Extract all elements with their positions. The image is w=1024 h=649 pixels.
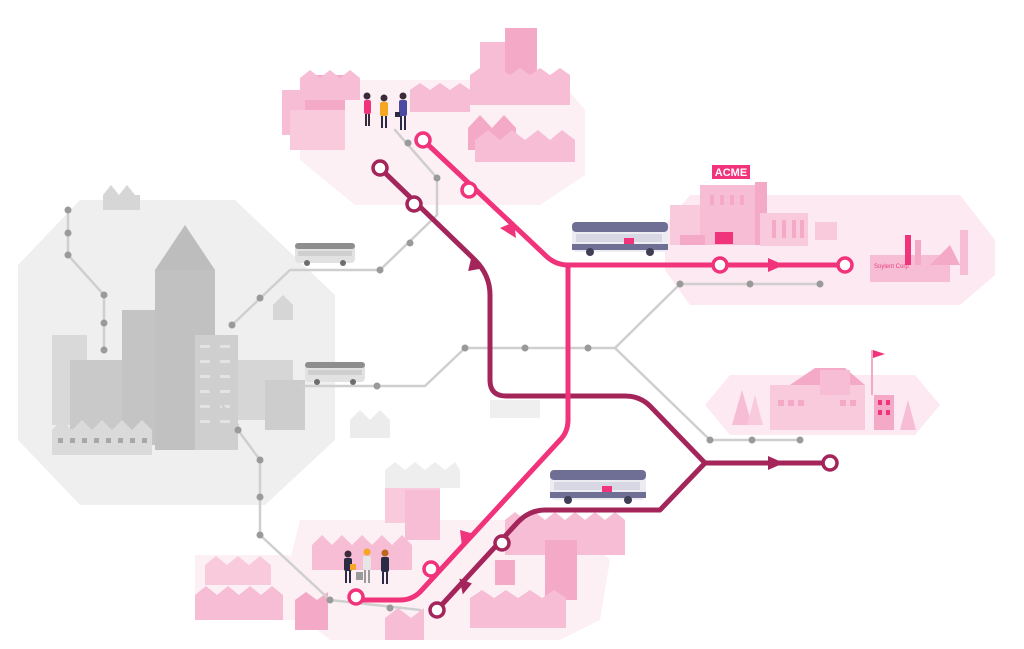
- bus-icon: [550, 470, 646, 504]
- plum-route-arrows: [459, 256, 784, 595]
- flag-icon: [871, 350, 885, 395]
- south-buildings: [195, 478, 625, 640]
- factory: Soylent Corp: [870, 230, 968, 282]
- gray-line-central: [298, 282, 822, 388]
- gray-line-west: [208, 388, 240, 427]
- acme-campus: ACME: [670, 165, 837, 246]
- pink-route-arrows: [460, 222, 784, 546]
- arrow-icon: [768, 456, 784, 470]
- north-buildings: [282, 28, 575, 162]
- arrow-icon: [468, 256, 480, 271]
- tree-icon: [747, 395, 763, 425]
- pink-route: [353, 137, 848, 603]
- bus-icon: [305, 362, 365, 385]
- plum-route: [377, 165, 833, 613]
- acme-sign: [712, 165, 750, 179]
- factory-label: Soylent Corp: [874, 264, 909, 270]
- acme-sign-text: ACME: [715, 167, 747, 179]
- pink-stops: [347, 131, 854, 606]
- plum-route-north: [377, 165, 708, 466]
- arrow-icon: [500, 222, 516, 238]
- people-group-icon: [344, 548, 389, 584]
- city-skyline: [52, 185, 540, 488]
- north-residential-zone: [300, 80, 585, 205]
- arrow-icon: [460, 530, 474, 546]
- pink-route-trunk: [353, 262, 571, 603]
- gray-stops: [64, 139, 824, 612]
- bus-icon: [295, 243, 355, 266]
- arrow-icon: [768, 258, 784, 272]
- plum-route-south: [434, 460, 708, 613]
- school: [732, 350, 916, 430]
- tree-icon: [732, 390, 752, 425]
- bus-icon: [572, 222, 668, 256]
- plum-stops: [371, 159, 839, 619]
- arrow-icon: [459, 578, 472, 595]
- tree-icon: [900, 400, 916, 430]
- people-group-icon: [363, 92, 407, 130]
